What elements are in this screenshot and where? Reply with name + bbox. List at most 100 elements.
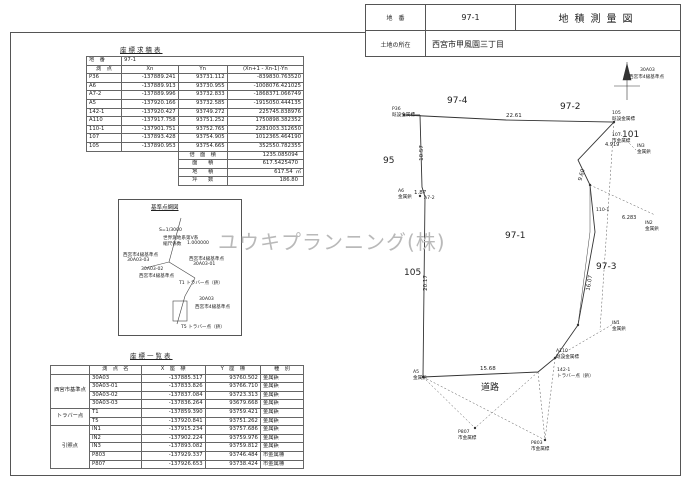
base-map-lines [144, 217, 196, 325]
base-map-title: 基準点網図 [151, 205, 179, 211]
base-map-factor-label: 縮尺係数 [163, 242, 182, 247]
distance-label: 20.17 [422, 275, 429, 291]
point-name: IN3 [637, 144, 645, 149]
area-table: 地 番 97-1 測 点 Xn Yn (Xn+1 - Xn-1)·Yn P36-… [86, 56, 305, 186]
distance-label: 15.68 [480, 366, 496, 372]
point-name: A7-2 [424, 196, 435, 201]
point-marker [418, 194, 422, 198]
divide-line [577, 185, 591, 326]
point-desc: 金属鋲 [637, 150, 651, 155]
point-desc: 金属鋲 [612, 327, 626, 332]
area-cell: 105 [86, 141, 122, 152]
tie-line [544, 357, 556, 441]
point-desc: 既設金属標 [612, 117, 635, 122]
parcel-label: 97-1 [505, 231, 526, 241]
parcel-label: 道路 [481, 383, 500, 393]
coord-list-caption: 座標一覧表 [130, 352, 173, 360]
base-map-label: 西宮市4級基準点 [189, 257, 225, 262]
point-marker [543, 438, 547, 442]
parcel-label: 101 [622, 130, 640, 140]
point-marker [402, 113, 406, 117]
distance-label: 10.57 [418, 145, 425, 161]
base-line [184, 277, 196, 297]
point-name: 105 [612, 111, 621, 116]
chiban-label: 地 番 [366, 5, 426, 31]
drawing-frame [10, 32, 681, 476]
location-value: 西宮市甲風園三丁目 [432, 39, 504, 49]
base-map-label: 西宮市4級基準点 [123, 253, 159, 258]
point-name: 107 [612, 133, 621, 138]
location-label: 土地の所在 [366, 31, 426, 57]
base-map-label: 30A03-01 [193, 262, 216, 267]
parcel-label: 97-3 [596, 262, 617, 272]
distance-label: 6.283 [622, 215, 637, 221]
point-marker [588, 183, 592, 187]
tie-lines [422, 121, 656, 441]
base-line [176, 295, 186, 325]
point-name: IN2 [645, 221, 653, 226]
point-desc: 既設金属標 [556, 355, 579, 360]
base-map-label: 西宮市4級基準点 [139, 274, 175, 279]
point-name: P36 [392, 107, 401, 112]
base-map-factor-value: 1.000000 [187, 241, 209, 246]
base-map-label: 30A03 [199, 297, 214, 302]
point-desc: 金属鋲 [645, 227, 659, 232]
base-map-coord-note: 世界測地系第Ⅴ系 [163, 236, 199, 241]
point-marker [421, 375, 425, 379]
parcel-outline [172, 300, 188, 322]
north-arrow-icon [614, 62, 640, 100]
area-sum-number: 186.80 [279, 177, 298, 184]
parcel-label: 97-2 [560, 102, 581, 112]
area-table-caption: 座標求積表 [120, 46, 163, 54]
base-map-label: T1 トラバー点（鋲） [179, 281, 223, 286]
north-point-name: 30A03 [640, 68, 655, 73]
point-name: IN1 [612, 321, 620, 326]
base-map-label: 30A03-02 [141, 267, 164, 272]
point-name: P807 [458, 430, 470, 435]
chiban-value: 97-1 [426, 5, 516, 31]
tie-line [537, 371, 546, 441]
base-map-label: T5 トラバー点（鋲） [181, 325, 225, 330]
distance-label: 4.919 [605, 142, 620, 148]
point-label: A7-2 [424, 196, 435, 201]
base-point-map: 基準点網図 S=1/3000 世界測地系第Ⅴ系 縮尺係数 1.000000 西宮… [118, 199, 242, 336]
point-desc: 金属鋲 [398, 195, 412, 200]
coord-group-label: トラバー点 [50, 407, 90, 427]
point-name: P803 [531, 441, 543, 446]
point-marker [612, 120, 616, 124]
point-marker [473, 426, 477, 430]
point-desc: 市金属標 [612, 139, 631, 144]
coord-cell: 93738.424 [204, 459, 261, 470]
area-sum-unit: ㎡ [295, 168, 301, 175]
base-map-label: 西宮市4級基準点 [195, 305, 231, 310]
parcel-label: 95 [383, 156, 395, 166]
point-desc: 既設金属標 [392, 113, 415, 118]
base-line [144, 261, 170, 269]
area-sum-number: 617.54 [274, 168, 293, 175]
title-block: 地 番 97-1 地積測量図 土地の所在 西宮市甲風園三丁目 [365, 4, 681, 57]
base-map-scale: S=1/3000 [159, 228, 182, 233]
tie-line [599, 121, 615, 331]
tie-line [554, 319, 621, 359]
point-desc: トラバー点（鋲） [557, 374, 594, 379]
tie-line [617, 131, 637, 151]
coord-group-label: 引照点 [50, 425, 90, 470]
survey-points [402, 113, 616, 442]
coord-group-label: 西宮市基準点 [50, 373, 90, 409]
